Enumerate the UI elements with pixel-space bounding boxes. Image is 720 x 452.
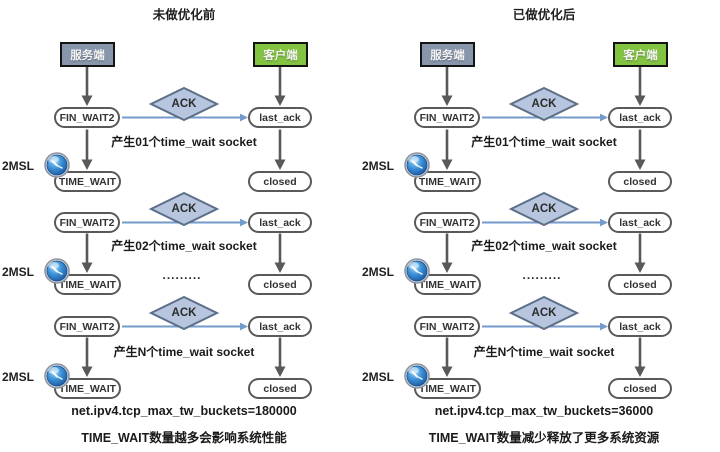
msl-label: 2MSL bbox=[362, 265, 395, 279]
state-closed: closed bbox=[608, 171, 672, 192]
produce-socket-text: 产生N个time_wait socket bbox=[113, 345, 255, 359]
state-fin-wait2: FIN_WAIT2 bbox=[414, 107, 480, 128]
state-fin-wait2: FIN_WAIT2 bbox=[54, 212, 120, 233]
ellipsis-dots: ......... bbox=[522, 268, 562, 282]
msl-label: 2MSL bbox=[2, 159, 35, 173]
clock-icon bbox=[44, 258, 70, 284]
gray-arrowheads bbox=[441, 95, 646, 377]
client-node-label: 客户端 bbox=[263, 49, 298, 62]
msl-label: 2MSL bbox=[2, 370, 35, 384]
ack-diamonds bbox=[508, 86, 580, 331]
state-time-wait: TIME_WAIT bbox=[54, 274, 121, 295]
ack-diamond-shape bbox=[148, 295, 220, 331]
ack-diamond-label: ACK bbox=[171, 98, 197, 110]
panel-title: 未做优化前 bbox=[152, 8, 216, 22]
ack-diamond-shape bbox=[508, 86, 580, 122]
state-closed: closed bbox=[608, 274, 672, 295]
state-fin-wait2: FIN_WAIT2 bbox=[54, 316, 120, 337]
client-node-label: 客户端 bbox=[623, 49, 658, 62]
state-time-wait: TIME_WAIT bbox=[54, 378, 121, 399]
ack-diamond-label: ACK bbox=[171, 203, 197, 215]
state-last-ack: last_ack bbox=[248, 212, 312, 233]
client-node: 客户端 bbox=[253, 42, 308, 67]
panel-after-optimization: 已做优化后 服务端 客户端 FIN_WAIT2 last_ack TIME_WA… bbox=[360, 0, 720, 452]
state-closed: closed bbox=[248, 274, 312, 295]
panel-title: 已做优化后 bbox=[512, 8, 576, 22]
produce-socket-text: 产生02个time_wait socket bbox=[111, 239, 257, 253]
gray-arrow-lines bbox=[445, 67, 642, 368]
state-last-ack: last_ack bbox=[608, 212, 672, 233]
clock-icon bbox=[44, 363, 70, 389]
ack-diamond-label: ACK bbox=[531, 307, 557, 319]
state-time-wait: TIME_WAIT bbox=[414, 171, 481, 192]
sysctl-setting-text: net.ipv4.tcp_max_tw_buckets=180000 bbox=[71, 404, 297, 418]
state-fin-wait2: FIN_WAIT2 bbox=[414, 212, 480, 233]
ellipsis-dots: ......... bbox=[162, 268, 202, 282]
state-last-ack: last_ack bbox=[248, 316, 312, 337]
panel-caption: TIME_WAIT数量减少释放了更多系统资源 bbox=[428, 431, 660, 445]
ack-diamond-shape bbox=[508, 295, 580, 331]
ack-arrowheads bbox=[600, 113, 608, 331]
gray-arrow-lines bbox=[85, 67, 282, 368]
clock-icon bbox=[404, 363, 430, 389]
msl-label: 2MSL bbox=[2, 265, 35, 279]
clock-icon bbox=[44, 152, 70, 178]
connector-layer bbox=[81, 67, 286, 377]
ack-diamond-label: ACK bbox=[531, 98, 557, 110]
ack-diamond-shape bbox=[508, 191, 580, 227]
ack-diamond-shape bbox=[148, 86, 220, 122]
sysctl-setting-text: net.ipv4.tcp_max_tw_buckets=36000 bbox=[434, 404, 654, 418]
produce-socket-text: 产生01个time_wait socket bbox=[111, 135, 257, 149]
state-closed: closed bbox=[248, 378, 312, 399]
produce-socket-text: 产生02个time_wait socket bbox=[471, 239, 617, 253]
ack-diamonds bbox=[148, 86, 220, 331]
client-node: 客户端 bbox=[613, 42, 668, 67]
ack-arrowheads bbox=[240, 113, 248, 331]
state-fin-wait2: FIN_WAIT2 bbox=[54, 107, 120, 128]
clock-icon bbox=[404, 258, 430, 284]
server-node: 服务端 bbox=[60, 42, 115, 67]
ack-diamond-shape bbox=[148, 191, 220, 227]
produce-socket-text: 产生N个time_wait socket bbox=[473, 345, 615, 359]
produce-socket-text: 产生01个time_wait socket bbox=[471, 135, 617, 149]
state-last-ack: last_ack bbox=[608, 316, 672, 337]
server-node: 服务端 bbox=[420, 42, 475, 67]
gray-arrowheads bbox=[81, 95, 286, 377]
msl-label: 2MSL bbox=[362, 370, 395, 384]
state-closed: closed bbox=[608, 378, 672, 399]
state-fin-wait2: FIN_WAIT2 bbox=[414, 316, 480, 337]
panel-caption: TIME_WAIT数量越多会影响系统性能 bbox=[81, 431, 287, 445]
state-time-wait: TIME_WAIT bbox=[414, 274, 481, 295]
server-node-label: 服务端 bbox=[70, 49, 105, 62]
ack-diamond-label: ACK bbox=[171, 307, 197, 319]
ack-diamond-label: ACK bbox=[531, 203, 557, 215]
connector-layer bbox=[441, 67, 646, 377]
state-last-ack: last_ack bbox=[608, 107, 672, 128]
state-last-ack: last_ack bbox=[248, 107, 312, 128]
server-node-label: 服务端 bbox=[430, 49, 465, 62]
msl-label: 2MSL bbox=[362, 159, 395, 173]
state-closed: closed bbox=[248, 171, 312, 192]
state-time-wait: TIME_WAIT bbox=[54, 171, 121, 192]
panel-before-optimization: 未做优化前 服务端 客户端 FIN_WAIT2 last_ack TIME_WA… bbox=[2, 8, 312, 445]
clock-icon bbox=[404, 152, 430, 178]
